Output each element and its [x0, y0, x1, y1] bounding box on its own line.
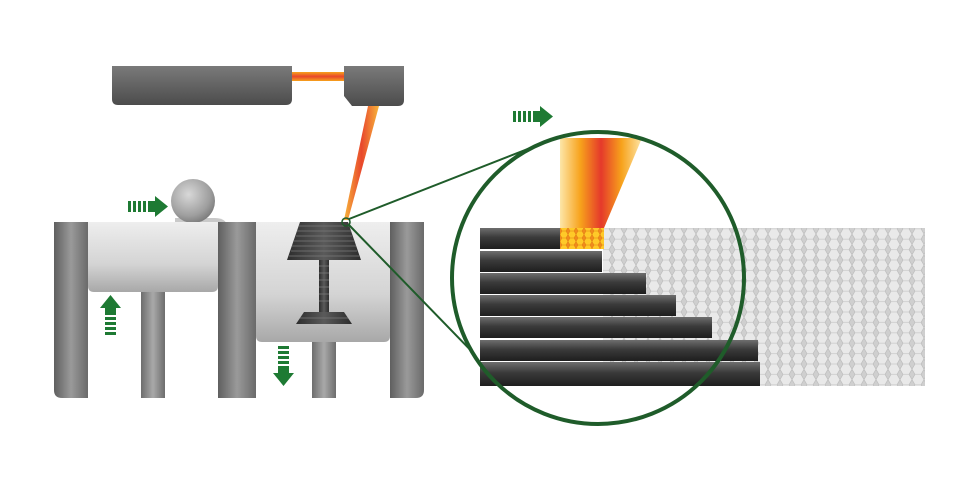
- printed-part: [287, 222, 361, 324]
- build-piston: [312, 342, 336, 398]
- build-piston-direction-arrow: [273, 346, 294, 386]
- roller-icon: [171, 179, 215, 223]
- laser-cone: [560, 138, 642, 228]
- machine-frame: [54, 222, 424, 398]
- laser-source: [112, 66, 292, 105]
- powder-bed-icon: [88, 222, 218, 292]
- focus-point: [341, 217, 351, 227]
- melt-pool: [560, 228, 604, 249]
- laser-beam-diagonal: [344, 106, 379, 220]
- zoom-icon: [450, 130, 746, 426]
- laser-icon: [112, 66, 292, 105]
- laser-beam-horizontal: [292, 72, 344, 81]
- magnified-view: [450, 130, 925, 426]
- beam-icon: [344, 106, 379, 220]
- supply-piston-direction-arrow: [100, 295, 121, 335]
- melt-icon: [560, 138, 642, 228]
- roller-direction-arrow: [128, 196, 168, 217]
- scanner-head: [344, 66, 404, 106]
- beam-icon: [292, 72, 344, 81]
- powder-supply-bed: [88, 222, 218, 398]
- supply-piston: [141, 292, 165, 398]
- mirror-icon: [344, 66, 404, 106]
